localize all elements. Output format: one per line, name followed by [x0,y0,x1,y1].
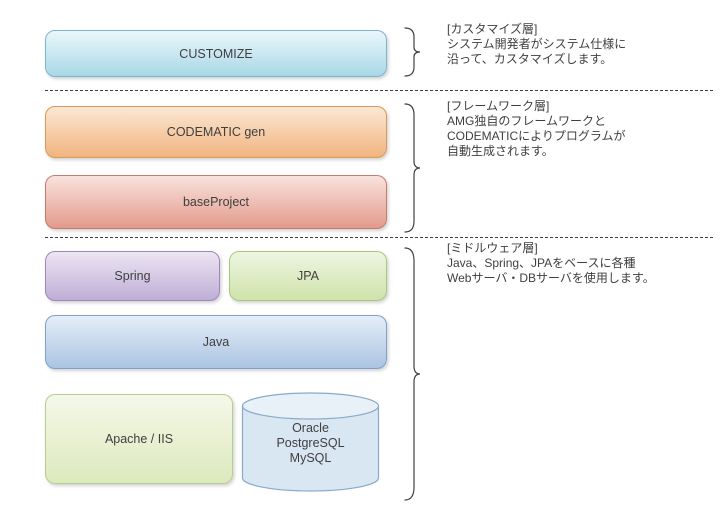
database-line-mysql: MySQL [289,451,332,465]
baseproject-label: baseProject [182,195,249,209]
middleware-brace-icon [402,247,422,501]
customize-annotation-line: 沿って、カスタマイズします。 [447,52,613,66]
framework-brace-icon [402,103,422,233]
database-line-oracle: Oracle [292,421,329,435]
customize-box: CUSTOMIZE [45,30,387,77]
spring-box: Spring [45,251,220,301]
baseproject-box: baseProject [45,175,387,229]
apache-iis-box: Apache / IIS [45,394,233,484]
customize-annotation-title: [カスタマイズ層] [447,22,538,36]
middleware-annotation: [ミドルウェア層] Java、Spring、JPAをベースに各種 Webサーバ・… [447,241,655,286]
spring-label: Spring [114,269,151,283]
jpa-label: JPA [297,269,319,283]
customize-label: CUSTOMIZE [179,46,253,61]
codematic-gen-box: CODEMATIC gen [45,106,387,158]
cylinder-shape-icon [241,392,380,492]
database-line-postgresql: PostgreSQL [276,436,345,450]
codematic-gen-label: CODEMATIC gen [166,125,266,139]
framework-annotation-line: CODEMATICによりプログラムが [447,129,626,143]
apache-iis-label: Apache / IIS [104,432,174,446]
database-cylinder: Oracle PostgreSQL MySQL [241,391,380,493]
middleware-annotation-title: [ミドルウェア層] [447,241,538,255]
customize-brace-icon [402,27,422,77]
divider-dashed-top [45,90,713,91]
customize-annotation-line: システム開発者がシステム仕様に [447,37,627,51]
framework-annotation-title: [フレームワーク層] [447,99,550,113]
middleware-annotation-line: Webサーバ・DBサーバを使用します。 [447,271,655,285]
java-box: Java [45,315,387,369]
database-label: Oracle PostgreSQL MySQL [241,421,380,466]
middleware-annotation-line: Java、Spring、JPAをベースに各種 [447,256,636,270]
framework-annotation: [フレームワーク層] AMG独自のフレームワークと CODEMATICによりプロ… [447,99,626,159]
jpa-box: JPA [229,251,387,301]
java-label: Java [202,335,230,349]
framework-annotation-line: AMG独自のフレームワークと [447,114,606,128]
divider-dashed-bottom [45,237,713,238]
framework-annotation-line: 自動生成されます。 [447,144,554,158]
customize-annotation: [カスタマイズ層] システム開発者がシステム仕様に 沿って、カスタマイズします。 [447,22,626,67]
